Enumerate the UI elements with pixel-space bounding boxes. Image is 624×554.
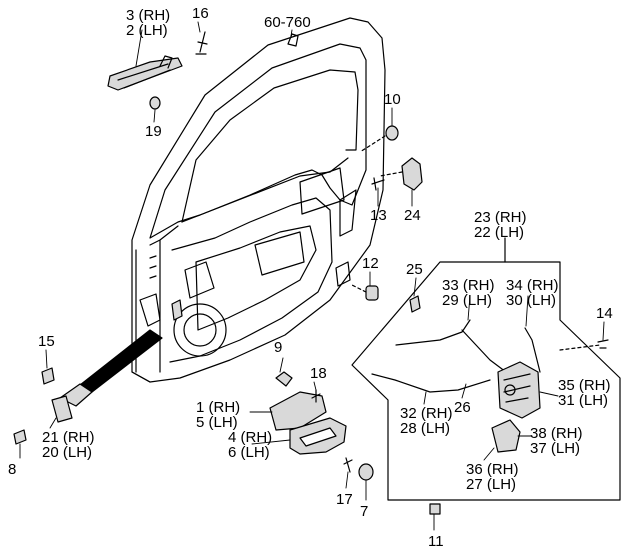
callout-29: 29 (LH) [442,292,493,309]
bushing-12 [365,285,379,301]
plug-10 [385,125,399,141]
callout-37: 37 (LH) [530,440,581,457]
callout-1-5: 1 (RH) 5 (LH) [196,400,240,430]
callout-36-27: 36 (RH) 27 (LH) [466,462,519,492]
callout-5: 5 (LH) [196,414,238,431]
callout-30: 30 (LH) [506,292,557,309]
callout-20: 20 (LH) [42,444,93,461]
callout-17: 17 [336,491,353,508]
callout-23: 23 (RH) [474,209,527,226]
callout-35: 35 (RH) [558,377,611,394]
callout-32-28: 32 (RH) 28 (LH) [400,406,453,436]
bolt-8 [13,429,27,445]
callout-38-37: 38 (RH) 37 (LH) [530,426,583,456]
callout-11: 11 [428,533,444,550]
cap-7 [358,463,374,481]
callout-34-30: 34 (RH) 30 (LH) [506,278,559,308]
callout-14: 14 [596,305,613,322]
callout-9: 9 [274,339,283,356]
screw-18 [311,389,321,403]
clip-9 [275,371,293,387]
callout-26: 26 [454,399,471,416]
callout-35-31: 35 (RH) 31 (LH) [558,378,611,408]
bolt-16 [195,31,208,55]
callout-36: 36 (RH) [466,461,519,478]
callout-60-760: 60-760 [264,14,311,31]
callout-6: 6 (LH) [228,444,270,461]
callout-4-6: 4 (RH) 6 (LH) [228,430,272,460]
callout-3: 3 (RH) [126,7,171,24]
callout-21: 21 (RH) [42,429,95,446]
callout-4: 4 (RH) [228,429,273,446]
callout-7: 7 [360,503,369,520]
callout-21-20: 21 (RH) 20 (LH) [42,430,95,460]
callout-3-2: 3 (RH) 2 (LH) [126,8,170,38]
striker-24 [401,157,423,191]
callout-27: 27 (LH) [466,476,517,493]
bolt-15 [41,367,55,385]
latch-group-bracket [351,237,621,501]
callout-12: 12 [362,255,379,272]
callout-25: 25 [406,261,423,278]
callout-23-22: 23 (RH) 22 (LH) [474,210,527,240]
callout-31: 31 (LH) [558,392,609,409]
door-shell [131,17,386,383]
screw-17 [343,457,353,473]
callout-38: 38 (RH) [530,425,583,442]
leader-lines [19,21,605,531]
door-check-strap [51,329,163,423]
outside-handle [107,55,183,91]
callout-28: 28 (LH) [400,420,451,437]
latch-assembly [491,361,541,453]
callout-33: 33 (RH) [442,277,495,294]
callout-13: 13 [370,207,387,224]
callout-16: 16 [192,5,209,22]
callout-32: 32 (RH) [400,405,453,422]
callout-24: 24 [404,207,421,224]
bolt-13 [371,177,385,191]
callout-1: 1 (RH) [196,399,241,416]
grommet-19 [149,96,161,110]
callout-19: 19 [145,123,162,140]
bolt-14 [597,339,609,349]
inside-handle [269,391,347,455]
clip-25 [409,295,421,313]
callout-2: 2 (LH) [126,22,168,39]
callout-10: 10 [384,91,401,108]
callout-22: 22 (LH) [474,224,525,241]
callout-15: 15 [38,333,55,350]
clip-11 [429,503,441,515]
rods-and-cables [371,319,601,393]
callout-34: 34 (RH) [506,277,559,294]
clip-60-760 [287,33,299,47]
callout-18: 18 [310,365,327,382]
callout-8: 8 [8,461,17,478]
callout-33-29: 33 (RH) 29 (LH) [442,278,495,308]
